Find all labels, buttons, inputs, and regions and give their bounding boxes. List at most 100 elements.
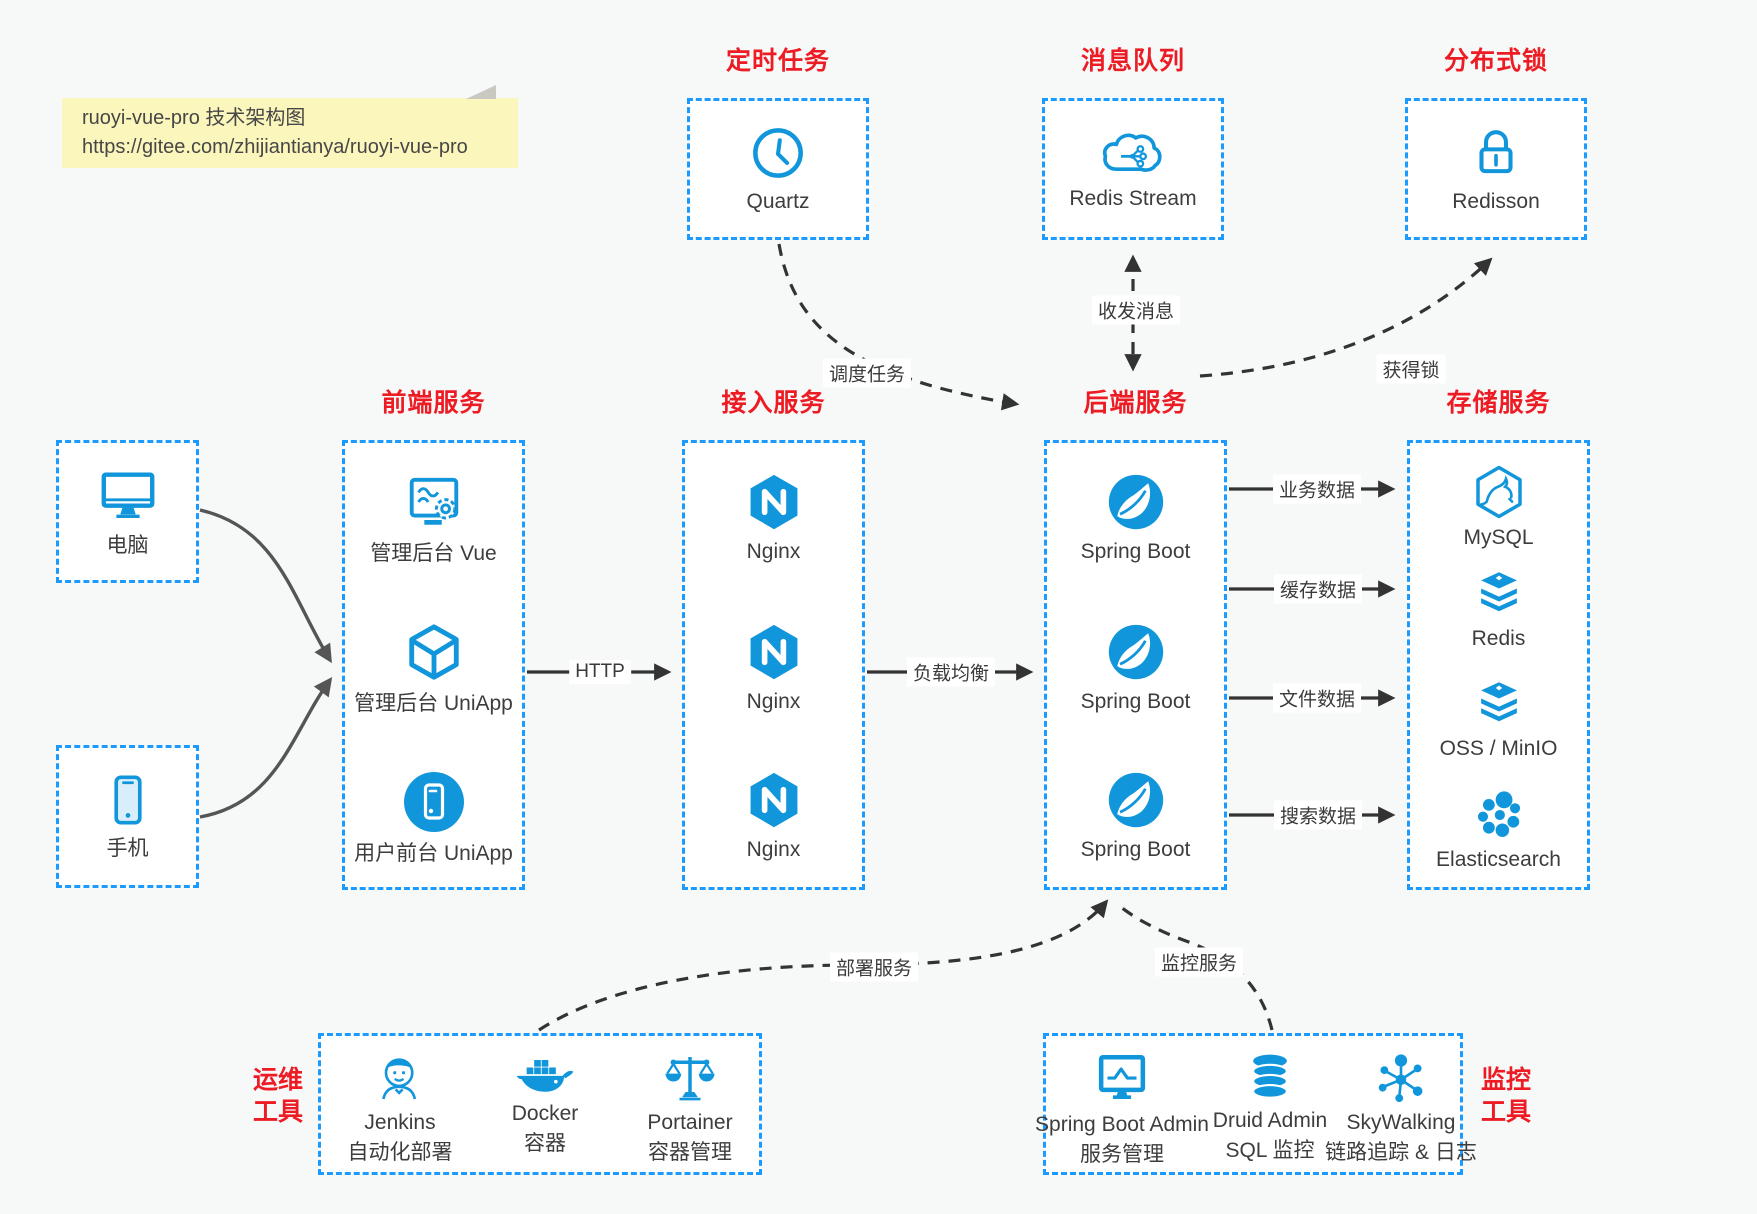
mysql-node: MySQL: [1410, 464, 1587, 551]
edge-acquire-lock: [1199, 257, 1493, 378]
node-label-line2: SQL 监控: [1225, 1139, 1315, 1162]
skywalking-node: SkyWalking 链路追踪 & 日志: [1296, 1050, 1506, 1166]
redis-stream-node: Redis Stream: [1069, 126, 1197, 212]
group-title-frontend: 前端服务: [381, 389, 486, 417]
node-label: Redisson: [1452, 189, 1540, 213]
node-label: OSS / MinIO: [1439, 737, 1558, 760]
spring-boot-admin-icon: [1098, 1054, 1146, 1099]
portainer-icon: [665, 1057, 715, 1101]
edge-computer-to-frontend: [199, 508, 332, 664]
admin-vue-icon: [409, 477, 458, 525]
edge-label-monitor: 监控服务: [1154, 947, 1244, 977]
node-label-line1: Jenkins: [364, 1111, 436, 1134]
node-label: Redis: [1471, 627, 1526, 650]
nginx-node: Nginx: [685, 472, 862, 565]
docker-node: Docker 容器: [460, 1050, 630, 1157]
uniapp-cube-icon: [408, 624, 459, 680]
jenkins-icon: [382, 1058, 417, 1100]
edge-label-message: 收发消息: [1091, 295, 1181, 325]
edge-label-lock: 获得锁: [1376, 354, 1446, 384]
edge-deploy-service: [538, 899, 1109, 1032]
backend-box: Spring Boot Spring Boot Spring Boot: [1044, 440, 1227, 890]
node-label-line1: Druid Admin: [1212, 1109, 1328, 1132]
edge-label-cache-data: 缓存数据: [1273, 574, 1363, 604]
docker-icon: [516, 1059, 574, 1092]
edge-label-file-data: 文件数据: [1272, 683, 1362, 713]
nginx-icon: [750, 624, 797, 680]
admin-uniapp-node: 管理后台 UniApp: [345, 622, 522, 717]
user-uniapp-icon: [403, 772, 464, 832]
nginx-node: Nginx: [685, 770, 862, 863]
note-fold-corner: [466, 85, 496, 99]
ops-tools-title-line1: 运维: [252, 1066, 303, 1094]
group-title-distributed-lock: 分布式锁: [1443, 47, 1548, 75]
node-label: Spring Boot: [1080, 838, 1191, 861]
node-label-line2: 服务管理: [1080, 1143, 1164, 1166]
node-label: 电脑: [106, 534, 149, 557]
jenkins-node: Jenkins 自动化部署: [315, 1050, 485, 1166]
group-title-access: 接入服务: [721, 389, 826, 417]
monitoring-tools-title-line2: 工具: [1480, 1098, 1531, 1126]
redis-node: Redis: [1410, 569, 1587, 652]
spring-boot-node: Spring Boot: [1047, 770, 1224, 863]
mysql-icon: [1475, 465, 1522, 519]
oss-minio-icon: [1480, 682, 1517, 722]
redisson-box: Redisson: [1405, 98, 1587, 240]
computer-node: 电脑: [97, 464, 159, 559]
druid-admin-node: Druid Admin SQL 监控: [1185, 1050, 1355, 1164]
redis-stream-box: Redis Stream: [1042, 98, 1224, 240]
node-label-line2: 容器: [524, 1131, 566, 1155]
node-label: Spring Boot: [1080, 540, 1191, 563]
node-label: Spring Boot: [1080, 690, 1191, 713]
spring-boot-admin-node: Spring Boot Admin 服务管理: [1007, 1050, 1237, 1168]
elasticsearch-node: Elasticsearch: [1410, 788, 1587, 873]
edge-label-business-data: 业务数据: [1272, 474, 1362, 504]
spring-icon: [1108, 772, 1163, 828]
node-label-line1: Portainer: [647, 1111, 733, 1134]
group-title-message-queue: 消息队列: [1080, 47, 1185, 75]
edge-label-load-balance: 负载均衡: [906, 657, 996, 687]
cloud-stream-icon: [1102, 133, 1162, 172]
phone-node: 手机: [99, 771, 157, 862]
quartz-node: Quartz: [746, 124, 810, 215]
node-label: Nginx: [746, 540, 801, 563]
clock-icon: [753, 127, 803, 178]
phone-box: 手机: [56, 745, 199, 888]
edge-label-schedule: 调度任务: [822, 358, 912, 388]
druid-icon: [1252, 1054, 1288, 1099]
ops-tools-title-line2: 工具: [252, 1098, 303, 1126]
user-uniapp-node: 用户前台 UniApp: [345, 770, 522, 867]
node-label: 手机: [106, 837, 149, 860]
node-label-line2: 链路追踪 & 日志: [1325, 1141, 1477, 1164]
node-label-line2: 容器管理: [648, 1141, 732, 1164]
quartz-box: Quartz: [687, 98, 869, 240]
node-label: Quartz: [746, 189, 810, 213]
node-label: Redis Stream: [1069, 187, 1197, 211]
ops-tools-box: Jenkins 自动化部署 Docker 容器: [318, 1033, 762, 1175]
edge-label-http: HTTP: [569, 660, 631, 684]
node-label: 用户前台 UniApp: [354, 842, 513, 865]
node-label: 管理后台 Vue: [370, 542, 497, 565]
oss-minio-node: OSS / MinIO: [1410, 679, 1587, 762]
spring-icon: [1108, 474, 1163, 530]
nginx-icon: [750, 772, 797, 828]
nginx-icon: [750, 474, 797, 530]
lock-icon: [1479, 129, 1513, 173]
sticky-note: ruoyi-vue-pro 技术架构图 https://gitee.com/zh…: [62, 85, 518, 168]
redisson-node: Redisson: [1452, 124, 1540, 215]
monitoring-tools-title-line1: 监控: [1480, 1066, 1531, 1094]
elasticsearch-icon: [1477, 791, 1520, 837]
node-label-line2: 自动化部署: [347, 1141, 453, 1164]
node-label: Nginx: [746, 690, 801, 713]
monitoring-tools-title: 监控 工具: [1468, 1064, 1544, 1128]
edge-label-deploy: 部署服务: [829, 952, 919, 982]
node-label-line1: SkyWalking: [1346, 1111, 1456, 1134]
spring-boot-node: Spring Boot: [1047, 472, 1224, 565]
group-title-storage: 存储服务: [1446, 389, 1551, 417]
admin-vue-node: 管理后台 Vue: [345, 472, 522, 567]
spring-icon: [1108, 624, 1163, 680]
group-title-scheduled-tasks: 定时任务: [725, 47, 830, 75]
edge-phone-to-frontend: [199, 677, 333, 819]
skywalking-icon: [1378, 1054, 1423, 1103]
node-label-line1: Spring Boot Admin: [1035, 1113, 1209, 1136]
